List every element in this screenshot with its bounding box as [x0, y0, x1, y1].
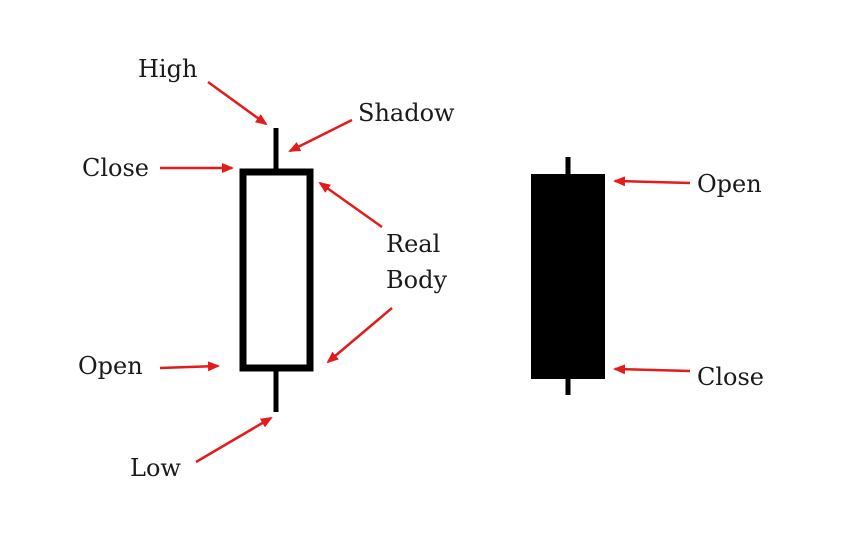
label-real-body: Real Body [386, 226, 447, 298]
label-high: High [138, 55, 198, 83]
label-bearish-close: Close [697, 363, 765, 391]
label-real: Real [386, 230, 441, 258]
bearish-open-arrow [613, 176, 691, 187]
bearish-close-arrow [613, 364, 691, 375]
real-body-upper-arrow [318, 181, 383, 229]
bearish-candle [531, 157, 605, 395]
label-open: Open [78, 352, 143, 380]
real-body-lower-arrow [326, 307, 393, 364]
bullish-candle [239, 128, 314, 412]
label-shadow: Shadow [358, 99, 455, 127]
label-close: Close [82, 154, 150, 182]
label-bearish-open: Open [697, 170, 762, 198]
label-body: Body [386, 266, 448, 294]
bullish-real-body [239, 168, 314, 372]
bearish-real-body [531, 174, 605, 379]
low-arrow [195, 416, 273, 464]
label-low: Low [130, 454, 181, 482]
open-arrow [159, 361, 220, 372]
annotation-arrows [159, 80, 691, 464]
high-arrow [207, 80, 268, 126]
shadow-arrow [288, 118, 353, 153]
